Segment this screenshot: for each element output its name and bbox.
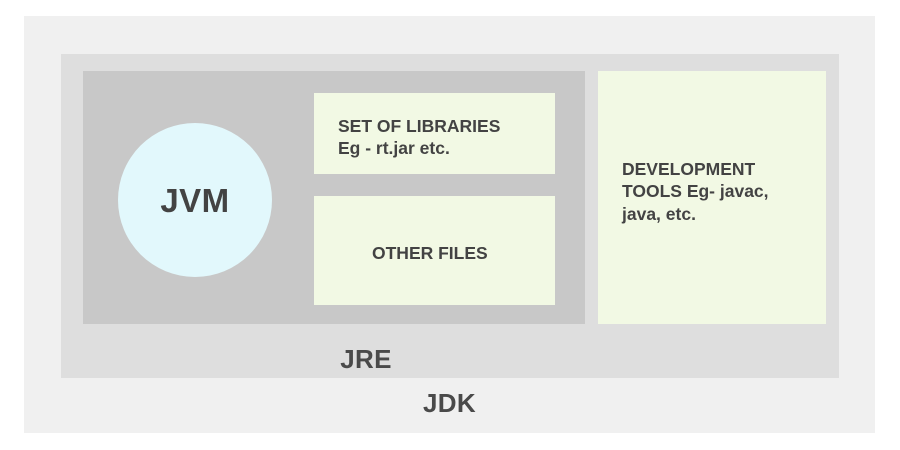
other-files-card: OTHER FILES [314, 196, 555, 305]
jvm-circle: JVM [118, 123, 272, 277]
other-files-label: OTHER FILES [372, 243, 488, 264]
jre-container: JVM SET OF LIBRARIES Eg - rt.jar etc. OT… [61, 54, 839, 378]
jre-inner-panel: JVM SET OF LIBRARIES Eg - rt.jar etc. OT… [83, 71, 585, 324]
development-tools-card: DEVELOPMENT TOOLS Eg- javac, java, etc. [598, 71, 826, 324]
jdk-tier-label: JDK [423, 388, 476, 418]
development-tools-label: DEVELOPMENT TOOLS Eg- javac, java, etc. [622, 158, 769, 224]
jvm-label: JVM [160, 181, 230, 219]
set-of-libraries-card: SET OF LIBRARIES Eg - rt.jar etc. [314, 93, 555, 174]
jre-tier-label: JRE [340, 344, 392, 374]
set-of-libraries-label: SET OF LIBRARIES Eg - rt.jar etc. [338, 116, 501, 159]
jdk-container: JVM SET OF LIBRARIES Eg - rt.jar etc. OT… [24, 16, 875, 433]
